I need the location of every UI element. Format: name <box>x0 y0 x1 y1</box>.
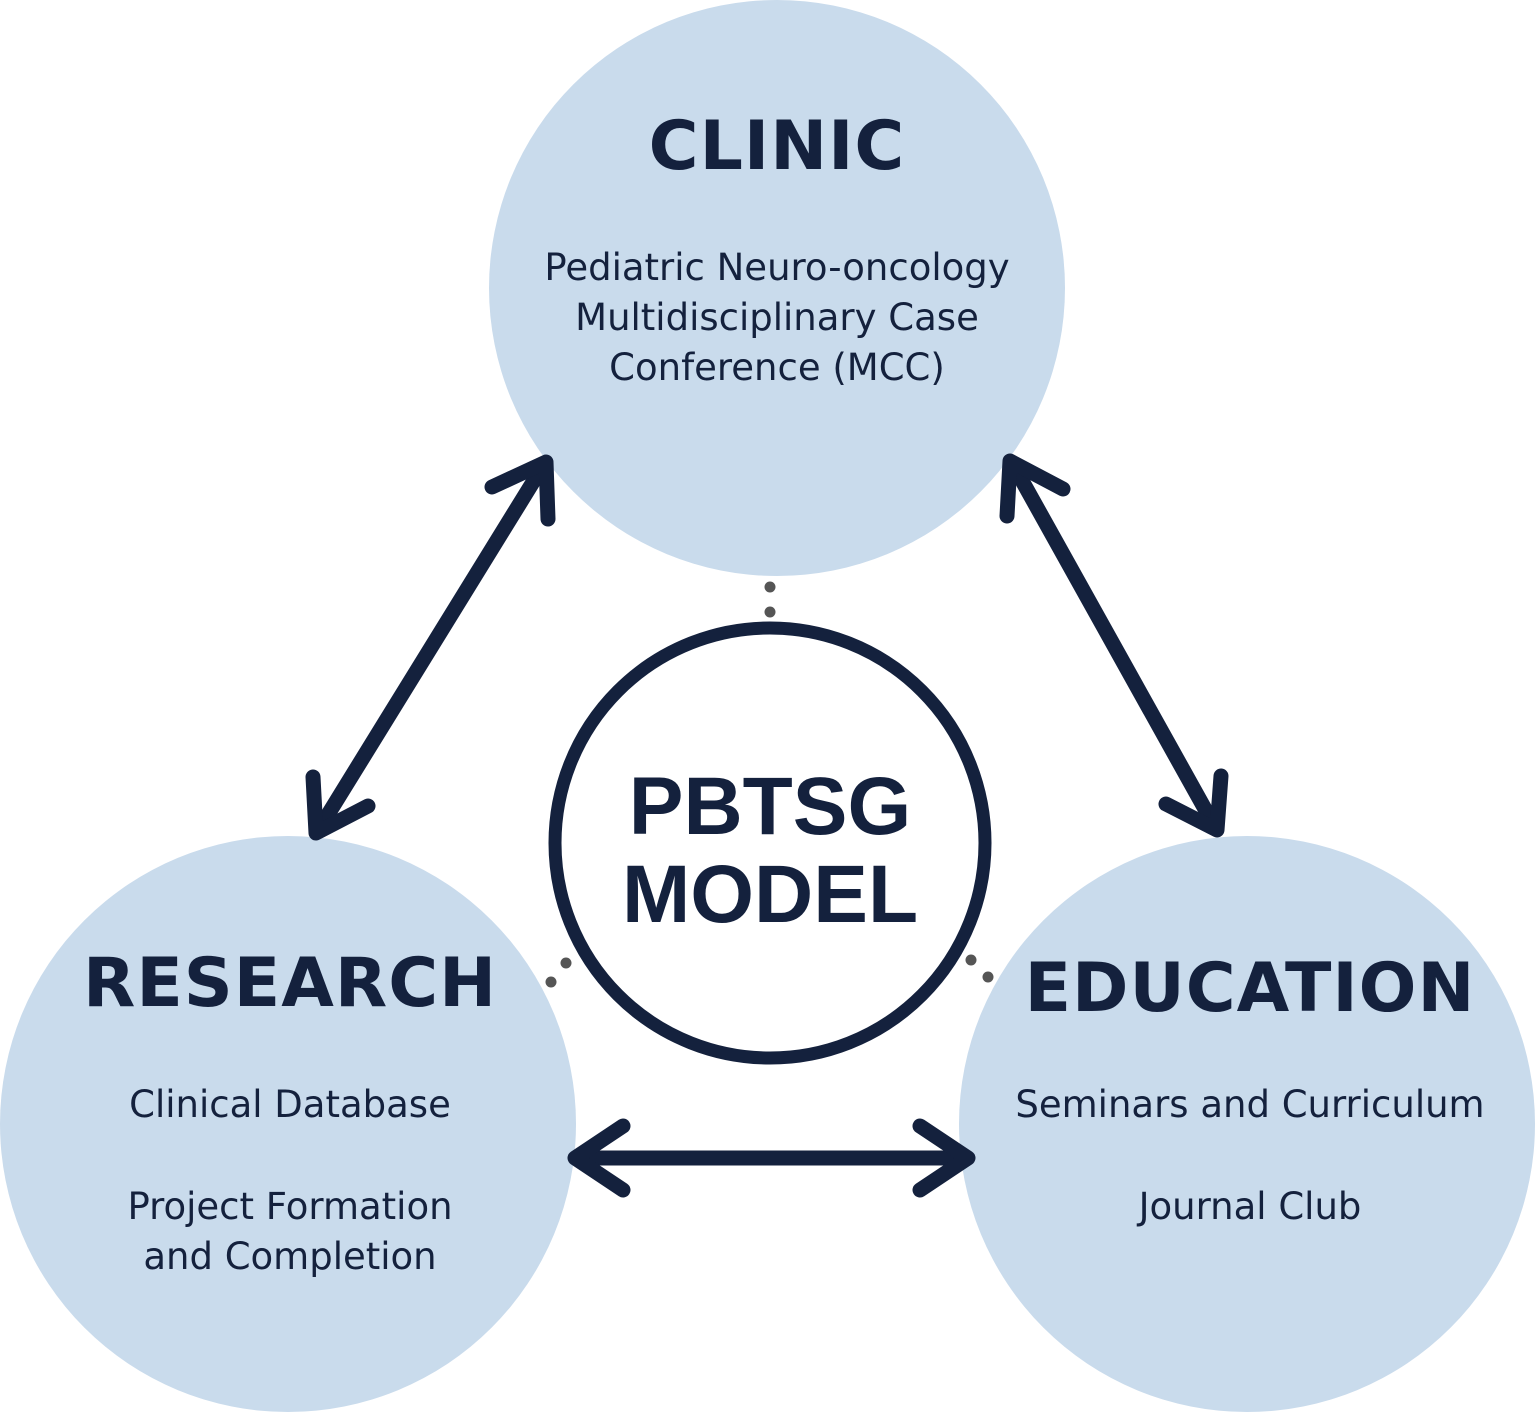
education-item-2: Journal Club <box>1138 1185 1362 1228</box>
clinic-description: Pediatric Neuro-oncology Multidisciplina… <box>527 243 1027 393</box>
clinic-title-text: CLINIC <box>648 107 906 186</box>
education-title-text: EDUCATION <box>1024 949 1476 1028</box>
center-line-1: PBTSG <box>628 761 912 852</box>
center-label: PBTSG MODEL <box>570 763 970 939</box>
clinic-title: CLINIC <box>577 113 977 181</box>
arrow-clinic-research <box>305 454 556 841</box>
education-description: Seminars and Curriculum Journal Club <box>1000 1080 1500 1232</box>
dotted-connector-education <box>965 954 994 983</box>
dotted-connector-research <box>545 957 572 988</box>
research-item-2-line-2: and Completion <box>143 1235 437 1278</box>
research-item-1: Clinical Database <box>129 1083 451 1126</box>
research-title-text: RESEARCH <box>82 944 498 1023</box>
research-circle <box>0 836 576 1412</box>
center-ring <box>548 621 992 1065</box>
research-title: RESEARCH <box>40 950 540 1018</box>
clinic-line-3: Conference (MCC) <box>609 346 945 389</box>
education-title: EDUCATION <box>1000 955 1500 1023</box>
center-line-2: MODEL <box>621 849 919 940</box>
arrow-clinic-education <box>999 453 1229 838</box>
dotted-connector-clinic <box>764 581 776 618</box>
clinic-circle <box>489 0 1065 576</box>
clinic-line-1: Pediatric Neuro-oncology <box>544 246 1010 289</box>
education-item-1: Seminars and Curriculum <box>1015 1083 1485 1126</box>
research-item-2-line-1: Project Formation <box>127 1185 453 1228</box>
education-circle <box>959 836 1535 1412</box>
research-description: Clinical Database Project Formation and … <box>40 1080 540 1282</box>
arrow-research-education <box>567 1118 976 1198</box>
clinic-line-2: Multidisciplinary Case <box>575 296 979 339</box>
